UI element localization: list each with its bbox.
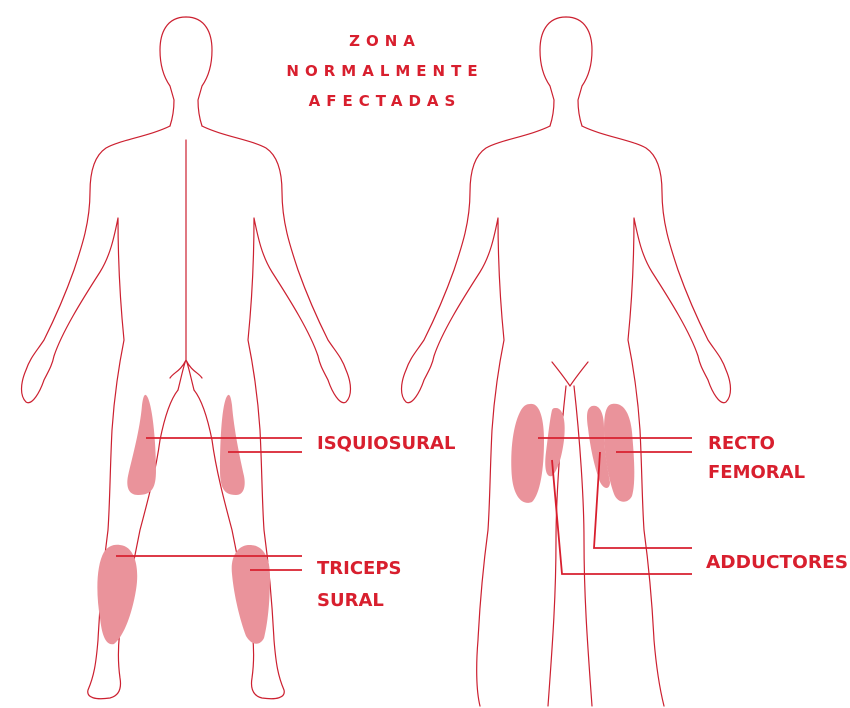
- heading: ZONA NORMALMENTE AFECTADAS: [286, 32, 483, 110]
- back-figure-head: [160, 17, 186, 126]
- triceps-sural-left-muscle: [97, 545, 137, 644]
- isquiosural-left-muscle: [127, 395, 156, 495]
- labels: ISQUIOSURAL TRICEPS SURAL RECTO FEMORAL …: [317, 433, 848, 611]
- back-figure-glutes: [170, 360, 202, 390]
- front-figure-groin: [552, 362, 588, 386]
- heading-line-3: AFECTADAS: [309, 92, 462, 110]
- label-recto-line-1: RECTO: [708, 433, 775, 454]
- label-adductores: ADDUCTORES: [706, 552, 848, 573]
- front-view-muscles: [511, 404, 634, 503]
- label-isquiosural: ISQUIOSURAL: [317, 433, 455, 454]
- heading-line-1: ZONA: [349, 32, 421, 50]
- adductor-left-muscle: [545, 408, 564, 476]
- triceps-sural-right-muscle: [232, 545, 270, 644]
- front-figure-right-side: [582, 126, 731, 706]
- isquiosural-right-muscle: [220, 395, 245, 495]
- heading-line-2: NORMALMENTE: [286, 62, 483, 80]
- front-figure-head: [540, 17, 566, 126]
- label-triceps-line-1: TRICEPS: [317, 558, 402, 579]
- back-view-figure: [22, 17, 351, 699]
- label-recto-line-2: FEMORAL: [708, 462, 805, 483]
- label-triceps-line-2: SURAL: [317, 590, 384, 611]
- recto-femoral-left-muscle: [511, 404, 544, 503]
- front-figure-head-right: [566, 17, 592, 126]
- front-view-figure: [402, 17, 731, 706]
- back-figure-head-right: [186, 17, 212, 126]
- back-view-muscles: [97, 395, 270, 644]
- back-figure-right-side: [194, 126, 351, 699]
